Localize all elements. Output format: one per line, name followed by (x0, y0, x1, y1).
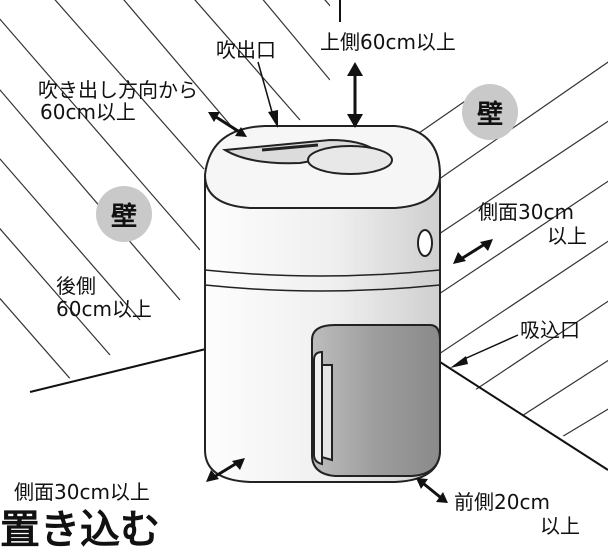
front-label-line1: 前側20cm (454, 490, 550, 514)
cropped-heading: 置き込む (0, 507, 160, 553)
back-label-line2: 60cm以上 (56, 297, 152, 321)
floor-lines (29, 0, 608, 471)
right-wall-badge: 壁 (462, 84, 518, 140)
top-clearance-label: 上側60cm以上 (320, 30, 456, 54)
dehumidifier (203, 125, 442, 483)
blow-direction-label-line2: 60cm以上 (40, 100, 136, 124)
leader-lines (257, 61, 519, 361)
blow-direction-label-line1: 吹き出し方向から (38, 78, 198, 102)
left-wall-hatch (0, 0, 330, 391)
right-side-label-line1: 側面30cm (478, 200, 574, 224)
left-side-label: 側面30cm以上 (14, 480, 150, 504)
right-side-label-line2: 以上 (547, 224, 587, 248)
inlet-label: 吸込口 (520, 318, 580, 342)
front-label-line2: 以上 (540, 514, 580, 538)
back-label-line1: 後側 (56, 274, 96, 298)
outlet-label: 吹出口 (216, 38, 276, 62)
inlet-pointer (450, 356, 468, 368)
outlet-pointer (268, 110, 278, 128)
clearance-arrows (206, 62, 493, 503)
left-wall-badge: 壁 (96, 186, 152, 242)
